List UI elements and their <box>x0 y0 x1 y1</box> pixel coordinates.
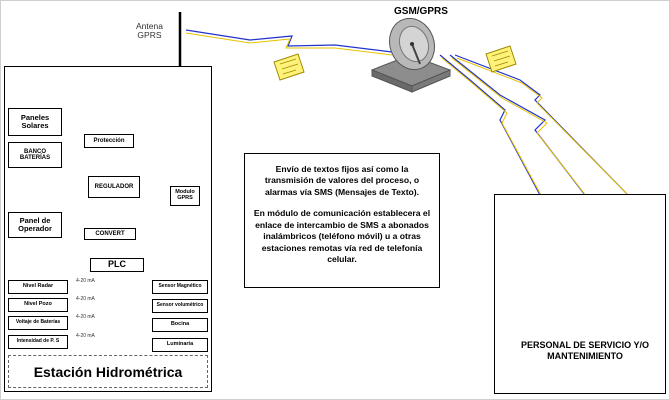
solar-panels-block: Paneles Solares <box>8 108 62 136</box>
sms-note-icon-1 <box>273 53 305 81</box>
plc-block: PLC <box>90 258 144 272</box>
gprs-module-block: Modulo GPRS <box>170 186 200 206</box>
radio-link-antenna <box>185 29 393 53</box>
antenna-label-line2: GPRS <box>137 30 162 41</box>
personnel-box <box>494 194 666 394</box>
radio-link-phone-3-glow <box>456 57 631 198</box>
sms-note-icon-2 <box>485 45 517 73</box>
radio-link-phone-3 <box>454 54 629 196</box>
output-sensor-magnetico: Sensor Magnético <box>152 280 208 294</box>
radio-link-antenna-glow <box>185 32 393 56</box>
input-intensidad-ps: Intensidad de P. S <box>8 335 68 349</box>
gsm-gprs-label: GSM/GPRS <box>394 6 448 17</box>
sms-description-paragraph-1: Envío de textos fijos así como la transm… <box>264 164 420 197</box>
satellite-dish-icon <box>370 17 452 93</box>
radio-link-phone-1 <box>439 54 541 196</box>
signal-label-4: 4-20 mA <box>76 333 95 339</box>
operator-panel-block: Panel de Operador <box>8 212 62 238</box>
radio-link-phone-2 <box>449 54 586 196</box>
antenna-label: Antena GPRS <box>136 21 163 41</box>
radio-link-phone-2-glow <box>451 57 588 198</box>
signal-label-2: 4-20 mA <box>76 296 95 302</box>
output-luminaria: Luminaria <box>152 338 208 352</box>
signal-label-3: 4-20 mA <box>76 314 95 320</box>
antenna-label-line1: Antena <box>136 21 163 31</box>
input-nivel-radar: Nivel Radar <box>8 280 68 294</box>
sms-description-paragraph-2: En módulo de comunicación establecera el… <box>253 208 431 264</box>
convert-block: CONVERT <box>84 228 136 240</box>
personnel-label: PERSONAL DE SERVICIO Y/O MANTENIMIENTO <box>520 340 650 362</box>
output-sensor-volumetrico: Sensor volumétrico <box>152 299 208 313</box>
input-nivel-pozo: Nivel Pozo <box>8 298 68 312</box>
radio-link-phone-1-glow <box>441 57 543 198</box>
battery-bank-block: BANCO BATERÍAS <box>8 142 62 168</box>
signal-label-1: 4-20 mA <box>76 278 95 284</box>
station-title: Estación Hidrométrica <box>8 355 208 388</box>
input-voltaje-baterias: Voltaje de Baterías <box>8 316 68 330</box>
protection-block: Protección <box>84 134 134 148</box>
regulator-block: REGULADOR <box>88 176 140 198</box>
output-bocina: Bocina <box>152 318 208 332</box>
sms-description-box: Envío de textos fijos así como la transm… <box>244 153 440 288</box>
